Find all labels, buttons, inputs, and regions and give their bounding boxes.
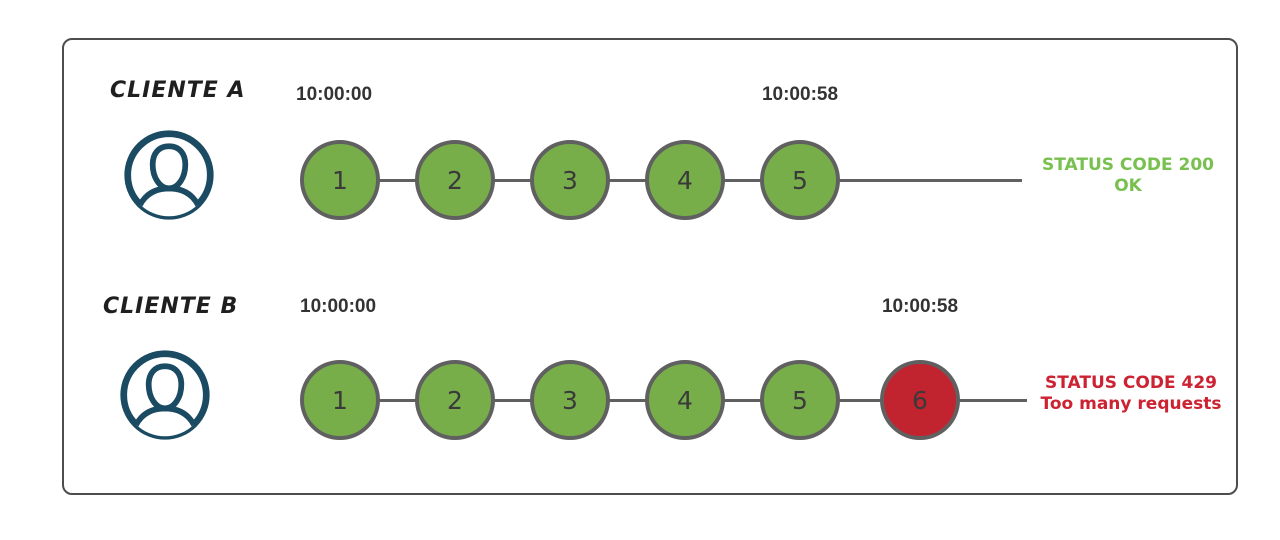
row-b-status-text: STATUS CODE 429 Too many requests — [1026, 373, 1236, 416]
client-a-avatar-icon — [121, 127, 217, 223]
request-number: 1 — [332, 385, 348, 415]
status-line-2: Too many requests — [1040, 394, 1222, 415]
request-number: 6 — [912, 385, 928, 415]
row-a-request-node: 2 — [415, 140, 495, 220]
row-a-request-node: 4 — [645, 140, 725, 220]
request-number: 5 — [792, 165, 808, 195]
row-a-request-node: 1 — [300, 140, 380, 220]
row-a-request-node: 3 — [530, 140, 610, 220]
row-b-request-node-rate-limited: 6 — [880, 360, 960, 440]
row-b-end-time: 10:00:58 — [881, 296, 959, 317]
row-a-end-time: 10:00:58 — [761, 84, 839, 105]
client-b-label: CLIENTE B — [103, 294, 239, 319]
request-number: 2 — [447, 385, 463, 415]
row-a-request-node: 5 — [760, 140, 840, 220]
client-a-label: CLIENTE A — [110, 78, 246, 103]
request-number: 3 — [562, 165, 578, 195]
row-b-request-node: 4 — [645, 360, 725, 440]
client-b-avatar-icon — [117, 347, 213, 443]
row-a-start-time: 10:00:00 — [296, 84, 373, 105]
row-a-status-text: STATUS CODE 200 OK — [1026, 155, 1230, 198]
row-b-request-node: 1 — [300, 360, 380, 440]
request-number: 3 — [562, 385, 578, 415]
status-line-1: STATUS CODE 200 — [1042, 155, 1214, 175]
request-number: 5 — [792, 385, 808, 415]
row-b-request-node: 5 — [760, 360, 840, 440]
status-line-1: STATUS CODE 429 — [1045, 373, 1217, 393]
row-b-request-node: 3 — [530, 360, 610, 440]
status-line-2: OK — [1114, 176, 1142, 197]
row-b-start-time: 10:00:00 — [300, 296, 377, 317]
request-number: 2 — [447, 165, 463, 195]
row-b-request-node: 2 — [415, 360, 495, 440]
diagram-frame — [62, 38, 1238, 495]
request-number: 1 — [332, 165, 348, 195]
request-number: 4 — [677, 385, 693, 415]
request-number: 4 — [677, 165, 693, 195]
